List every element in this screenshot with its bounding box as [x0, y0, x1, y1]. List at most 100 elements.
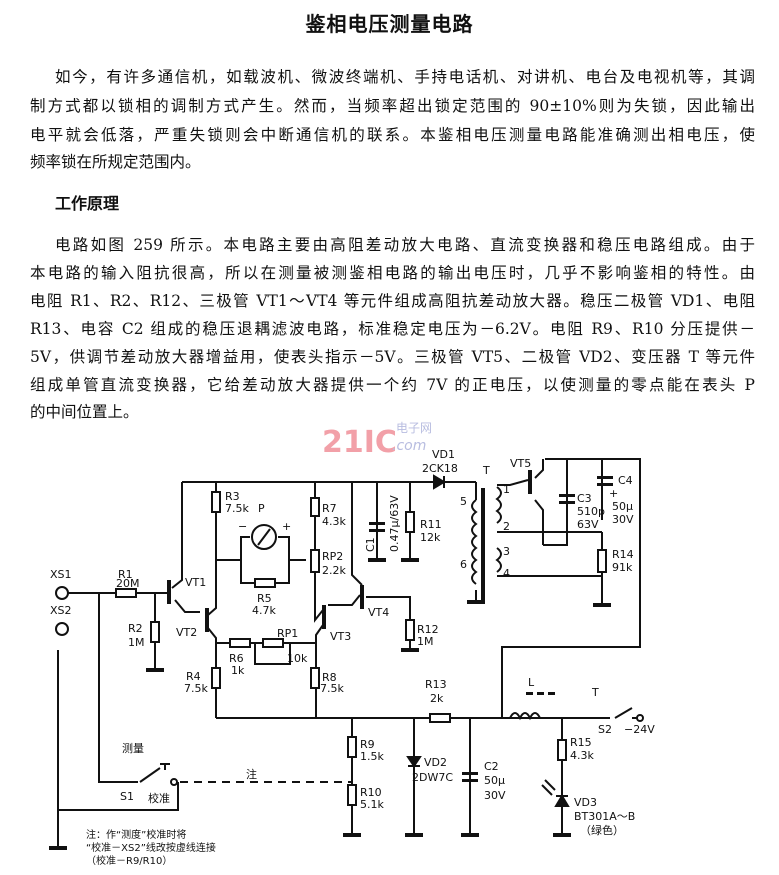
circuit-label: L	[528, 676, 535, 689]
circuit-label: （绿色）	[580, 823, 624, 837]
circuit-label: VT4	[368, 606, 389, 619]
circuit-label: 50μ	[612, 500, 633, 513]
circuit-label: 2.2k	[322, 564, 346, 577]
section-heading: 工作原理	[55, 194, 120, 213]
circuit-label: +	[282, 520, 291, 533]
circuit-label: 30V	[612, 513, 634, 526]
circuit-label: R4	[186, 670, 201, 683]
circuit-label: 4.3k	[322, 515, 346, 528]
circuit-label: −24V	[624, 723, 655, 736]
circuit-label: 2	[503, 520, 510, 533]
circuit-label: R9	[360, 738, 375, 751]
circuit-label: −	[238, 520, 247, 533]
circuit-label: XS1	[50, 568, 72, 581]
circuit-label: 1k	[231, 664, 245, 677]
circuit-label: 4	[503, 567, 510, 580]
circuit-label: 7.5k	[225, 502, 249, 515]
circuit-label: 30V	[484, 789, 506, 802]
circuit-label: 12k	[420, 531, 441, 544]
circuit-label: VT2	[176, 626, 197, 639]
wires	[57, 458, 641, 848]
circuit-label: 注：作“测度”校准时将	[86, 828, 186, 841]
circuit-label: VD2	[424, 756, 447, 769]
circuit-label: 3	[503, 545, 510, 558]
circuit-label: RP1	[277, 627, 298, 640]
circuit-label: “校准－XS2”线改按虚线连接	[86, 841, 216, 854]
circuit-label: VT5	[510, 457, 531, 470]
ground-symbols	[49, 558, 611, 850]
circuit-label: R10	[360, 786, 382, 799]
circuit-label: 校准	[148, 791, 170, 805]
principle-line: R13、电容 C2 组成的稳压退耦滤波电路，标准稳定电压为－6.2V。电阻 R9…	[30, 320, 755, 338]
circuit-label: 5	[460, 495, 467, 508]
circuit-label: 测量	[122, 742, 144, 755]
circuit-label: C2	[484, 760, 499, 773]
circuit-label: +	[609, 487, 618, 500]
circuit-label: .com	[392, 438, 426, 454]
circuit-label: 7.5k	[184, 682, 208, 695]
circuit-label: 50μ	[484, 774, 505, 787]
circuit-label: XS2	[50, 604, 72, 617]
principle-line: 的中间位置上。	[30, 403, 139, 421]
circuit-label: RP2	[322, 550, 343, 563]
circuit-label: R15	[570, 736, 592, 749]
circuit-label: 6	[460, 558, 467, 571]
circuit-label: R14	[612, 548, 634, 561]
circuit-label: S2	[598, 723, 612, 736]
circuit-label: S1	[120, 790, 134, 803]
circuit-label: R3	[225, 490, 240, 503]
circuit-label: 电子网	[396, 421, 432, 435]
circuit-label: 10k	[287, 652, 308, 665]
intro-line: 制方式都以锁相的调制方式产生。然而，当频率超出锁定范围的 90±10%则为失锁，…	[30, 97, 755, 115]
circuit-label: C3	[577, 492, 592, 505]
circuit-label: 2DW7C	[412, 771, 453, 784]
circuit-label: 1M	[128, 636, 145, 649]
circuit-label: VT1	[185, 576, 206, 589]
principle-line: 电路如图 259 所示。本电路主要由高阻差动放大电路、直流变换器和稳压电路组成。…	[55, 236, 755, 254]
circuit-label: R1	[118, 568, 133, 581]
circuit-label: R7	[322, 502, 337, 515]
circuit-label: BT301A～B	[574, 810, 635, 823]
circuit-label: P	[258, 502, 265, 515]
circuit-label: R6	[229, 652, 244, 665]
principle-line: 本电路的输入阻抗很高，所以在测量被测鉴相电路的输出电压时，几乎不影响鉴相的特性。…	[30, 264, 755, 282]
transistor-symbols	[167, 470, 532, 632]
circuit-label: C1	[364, 537, 377, 552]
circuit-label: 20M	[116, 577, 140, 590]
watermark-logo: 21IC 电子网 .com	[322, 421, 432, 460]
circuit-label: R2	[128, 622, 143, 635]
intro-line: 电平就会低落，严重失锁则会中断通信机的联系。本鉴相电压测量电路能准确测出相电压，…	[30, 126, 755, 144]
circuit-label: 注	[246, 767, 257, 781]
intro-line: 如今，有许多通信机，如载波机、微波终端机、手持电话机、对讲机、电台及电视机等，其…	[55, 68, 755, 86]
circuit-label: R5	[257, 592, 272, 605]
circuit-label: 1M	[417, 635, 434, 648]
intro-line: 频率锁在所规定范围内。	[30, 153, 201, 171]
circuit-label: 2CK18	[422, 462, 458, 475]
circuit-label: 4.7k	[252, 604, 276, 617]
circuit-label: VT3	[330, 630, 351, 643]
principle-line: 组成单管直流变换器，它给差动放大器提供一个约 7V 的正电压，以使测量的零点能在…	[30, 376, 755, 394]
circuit-label: （校准－R9/R10）	[86, 854, 172, 867]
circuit-label: 1	[503, 483, 510, 496]
capacitor-symbols	[369, 476, 613, 782]
circuit-label: 4.3k	[570, 749, 594, 762]
circuit-label: 91k	[612, 561, 633, 574]
circuit-label: C4	[618, 474, 633, 487]
circuit-label: 2k	[430, 692, 444, 705]
circuit-label: 21IC	[322, 425, 397, 460]
page-title: 鉴相电压测量电路	[305, 12, 474, 36]
principle-line: 电阻 R1、R2、R12、三极管 VT1～VT4 等元件组成高阻抗差动放大器。稳…	[30, 292, 755, 310]
circuit-label: VD3	[574, 796, 597, 809]
circuit-label: 1.5k	[360, 750, 384, 763]
circuit-label: VD1	[432, 448, 455, 461]
principle-line: 5V，供调节差动放大器增益用，使表头指示－5V。三极管 VT5、二极管 VD2、…	[30, 348, 755, 366]
circuit-label: R12	[417, 623, 439, 636]
circuit-label: 7.5k	[320, 682, 344, 695]
circuit-label: R8	[322, 671, 337, 684]
circuit-label: 510p	[577, 505, 605, 518]
circuit-label: T	[591, 686, 599, 699]
circuit-label: R13	[425, 678, 447, 691]
circuit-label: 63V	[577, 518, 599, 531]
